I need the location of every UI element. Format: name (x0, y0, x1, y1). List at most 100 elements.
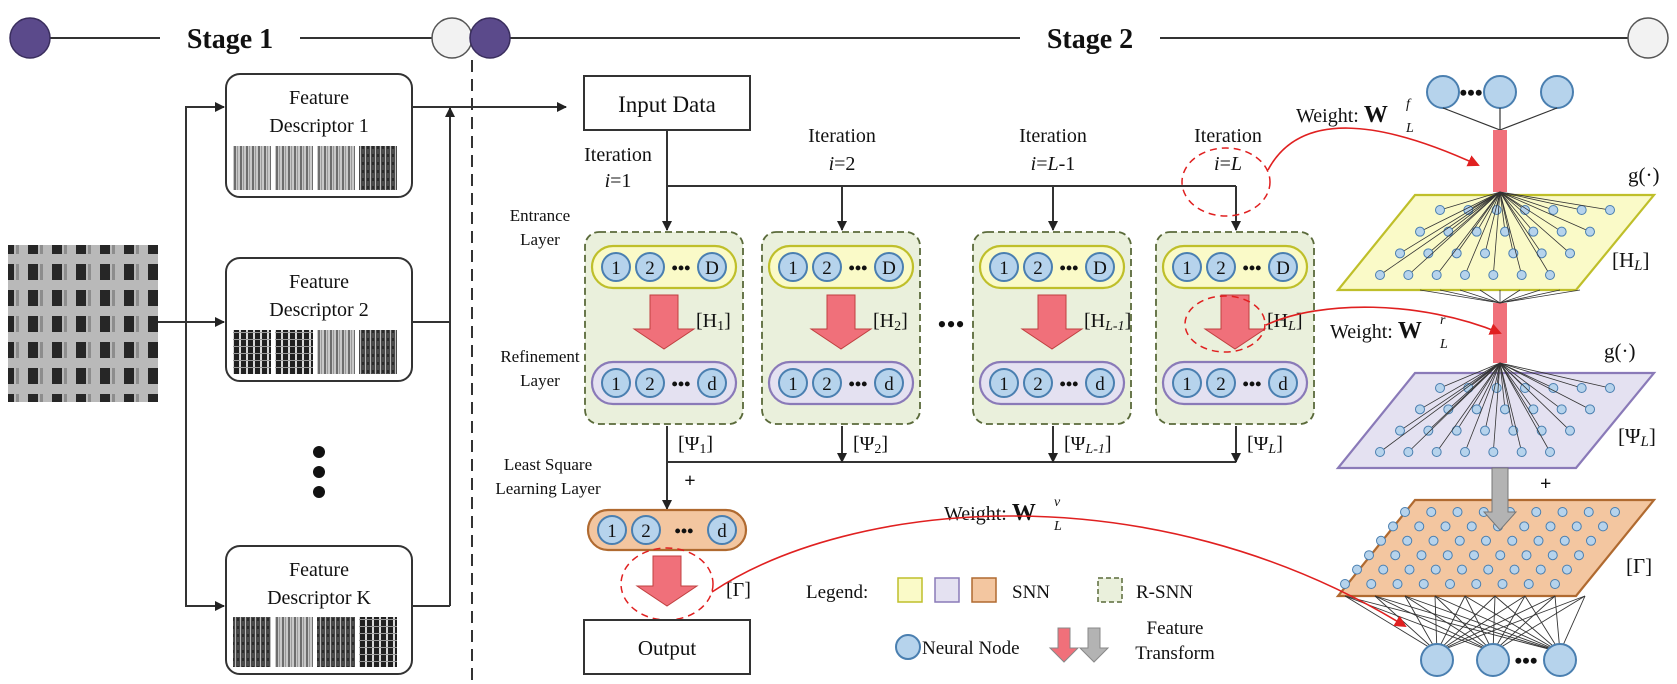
fan-edge (1499, 362, 1534, 410)
plane-node (1571, 521, 1582, 532)
fan-edge (1436, 362, 1501, 453)
fan-edge (1419, 362, 1501, 410)
plane-node (1565, 248, 1575, 259)
bottom-edge (1492, 595, 1496, 653)
plane-node (1471, 579, 1482, 589)
iteration-value: L (1047, 153, 1059, 175)
iteration-word: Iteration (808, 125, 876, 147)
fan-edge (1484, 362, 1501, 431)
plane-node (1495, 550, 1506, 561)
h-plane-fan (1375, 191, 1615, 280)
fan-edge (1439, 191, 1501, 211)
iteration-label-2: Iteration i=2 (808, 125, 876, 175)
neural-node (635, 252, 665, 282)
iteration-label-l: Iteration i=L (1194, 125, 1262, 175)
fan-edge (1499, 362, 1543, 431)
fan-edge (1499, 362, 1523, 453)
neural-node (812, 368, 842, 398)
output-neural-node (1483, 75, 1517, 109)
descriptor-1-line2: Descriptor 1 (269, 115, 368, 137)
plane-node (1480, 248, 1490, 259)
fan-edge (1439, 362, 1501, 389)
output-neural-node (1426, 75, 1460, 109)
plane-node (1445, 579, 1455, 589)
bottom-edge (1492, 595, 1556, 653)
stage2-title: Stage 2 (1047, 24, 1133, 55)
stage2-end-dot (1627, 17, 1669, 59)
legend-swatch-rsnn (1097, 577, 1123, 603)
plane-node (1428, 535, 1439, 546)
fan-edge (1419, 191, 1501, 233)
fan-edge (1448, 191, 1501, 232)
iteration-value: L (1230, 153, 1242, 175)
plane-node (1466, 521, 1477, 532)
descriptor-k-patch (317, 617, 355, 667)
descriptor-2-patch (275, 330, 313, 374)
bottom-edge (1434, 595, 1438, 653)
weight-label-r: Weight: W r L (1330, 313, 1448, 352)
plane-node (1516, 447, 1527, 457)
feature-descriptor-2: Feature Descriptor 2 (225, 257, 413, 382)
neural-node (601, 252, 631, 282)
svg-text:L: L (1053, 519, 1062, 534)
fan-edge (1476, 362, 1501, 410)
plane-node (1531, 507, 1542, 517)
neural-node (1268, 252, 1298, 282)
bottom-edge (1559, 595, 1586, 653)
converge-edge (1479, 289, 1501, 304)
plane-node (1480, 425, 1490, 436)
plane-node (1491, 383, 1502, 393)
right-plus: + (1540, 473, 1551, 495)
svg-text:L: L (1439, 337, 1448, 352)
node-ellipsis: ••• (849, 374, 868, 394)
fan-edge (1499, 191, 1506, 232)
neural-node-label: 2 (1033, 258, 1043, 279)
plane-node (1469, 550, 1479, 561)
output-neural-node (1540, 75, 1574, 109)
node-ellipsis: ••• (672, 258, 691, 278)
plane-node (1576, 383, 1587, 393)
plane-node (1471, 226, 1482, 237)
least-square-row-capsule (586, 508, 748, 552)
plane-node (1457, 564, 1467, 575)
plane-node (1435, 205, 1445, 215)
neural-node (778, 252, 808, 282)
gamma-plane-grid (1340, 507, 1620, 589)
plane-node (1516, 270, 1527, 280)
iteration-eq: = (834, 153, 845, 175)
output-edge (1442, 107, 1501, 131)
output-box: Output (583, 619, 751, 675)
neural-node-label: D (1276, 258, 1290, 279)
plane-node (1610, 507, 1620, 517)
legend-node-icon (895, 634, 921, 660)
neural-node (812, 252, 842, 282)
descriptor-2-patch (233, 330, 271, 374)
legend-feature: Feature (1147, 618, 1204, 639)
iteration-var: i (1214, 153, 1220, 175)
plane-node (1440, 521, 1451, 532)
neural-node (1085, 252, 1115, 282)
neural-node-label: D (882, 258, 896, 279)
bottom-edge (1524, 595, 1561, 653)
plane-node (1340, 579, 1350, 589)
g-func-top: g(·) (1628, 163, 1659, 187)
bottom-edge (1436, 595, 1496, 653)
weight-label-f: Weight: W f L (1296, 97, 1414, 136)
red-connectors (711, 127, 1502, 628)
bottom-edge (1436, 595, 1586, 653)
plane-node (1557, 507, 1568, 517)
plane-node (1521, 550, 1532, 561)
bottom-edge (1404, 595, 1438, 653)
fan-edge (1464, 191, 1501, 276)
plane-node (1497, 579, 1508, 589)
plane-node (1545, 447, 1555, 457)
plane-node (1535, 564, 1546, 575)
plane-node (1460, 447, 1470, 457)
plane-node (1403, 447, 1414, 457)
